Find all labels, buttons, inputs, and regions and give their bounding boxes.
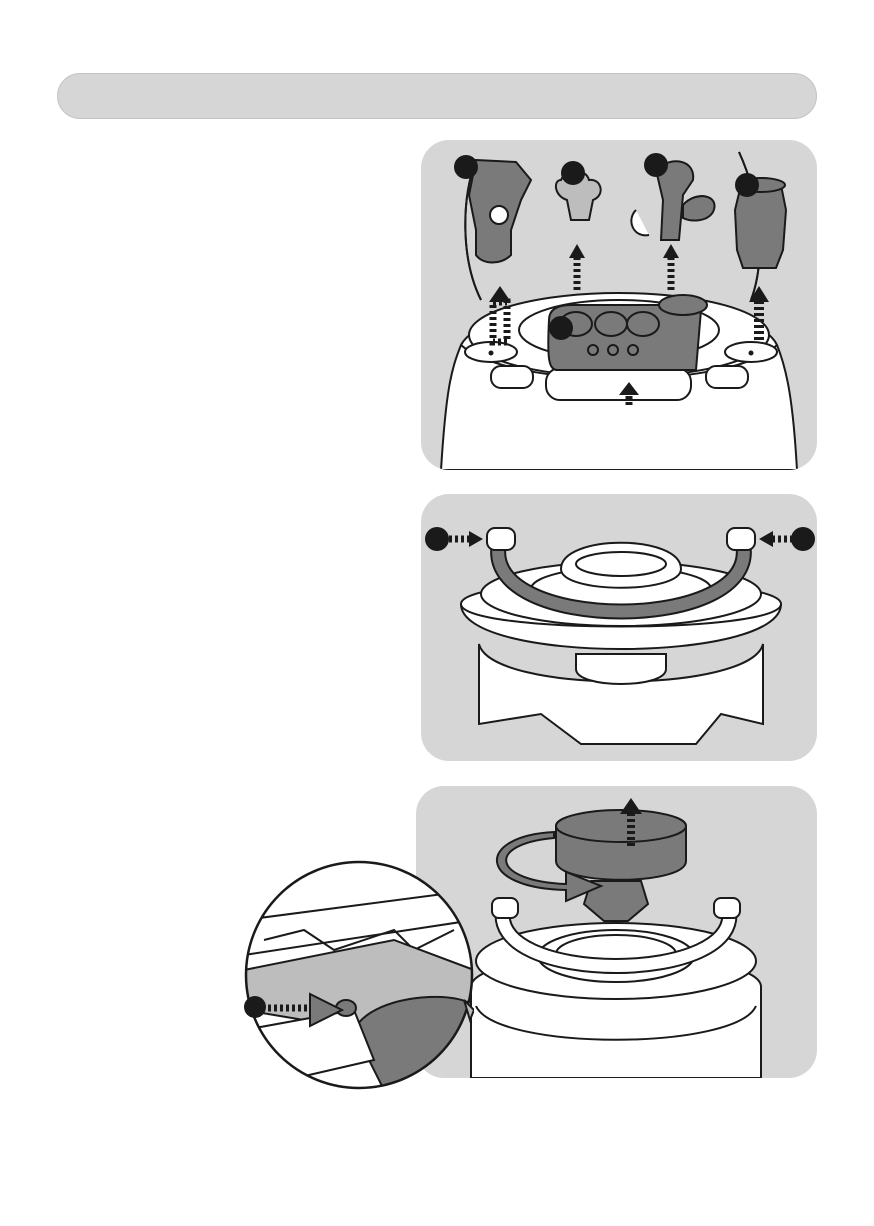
section-header-bar xyxy=(57,73,817,119)
front-cover xyxy=(576,654,666,684)
illustration-remove-seat xyxy=(416,786,817,1078)
arrow-up-mushroom xyxy=(663,244,679,290)
toy-lantern-right xyxy=(735,185,786,268)
illustration-remove-arch xyxy=(421,494,817,761)
illustration-remove-toys xyxy=(421,140,817,470)
arch-clip-left xyxy=(487,528,515,550)
callout-1 xyxy=(454,155,478,179)
front-tray-slot xyxy=(546,368,691,400)
callout-1 xyxy=(425,527,449,551)
arch-clip-right xyxy=(727,528,755,550)
seat-pad xyxy=(561,543,681,588)
illustration-latch-detail xyxy=(244,860,474,1090)
callout-2 xyxy=(791,527,815,551)
arrow-press-left xyxy=(449,531,483,547)
callout-5 xyxy=(549,316,573,340)
arrow-up-flower xyxy=(569,244,585,290)
arrow-press-right xyxy=(759,531,793,547)
panel-remove-seat xyxy=(416,786,817,1078)
detail-inset-latch xyxy=(244,860,474,1090)
callout-2 xyxy=(561,161,585,185)
panel-remove-arch xyxy=(421,494,817,761)
callout-3 xyxy=(644,153,668,177)
callout-1-latch xyxy=(244,996,266,1018)
panel-remove-toys xyxy=(421,140,817,470)
callout-4 xyxy=(735,173,759,197)
